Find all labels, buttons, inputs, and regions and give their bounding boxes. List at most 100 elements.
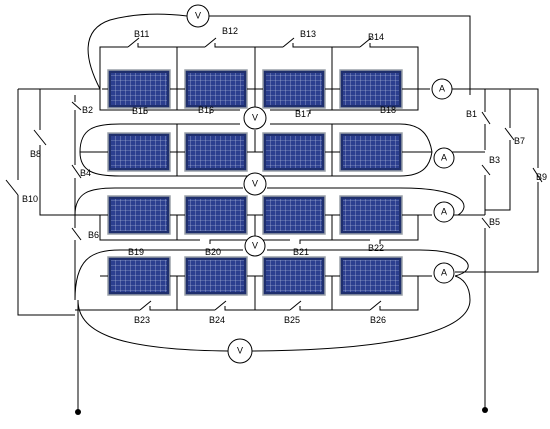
svg-text:V: V [252, 240, 258, 250]
label-B10: B10 [22, 194, 38, 204]
switch-B4-blade [71, 164, 82, 179]
label-B2: B2 [82, 105, 93, 115]
voltmeter-row4: V [244, 235, 266, 257]
label-B24: B24 [209, 315, 225, 325]
svg-text:A: A [441, 206, 447, 216]
label-B26: B26 [370, 315, 386, 325]
row3-lower-rail [99, 215, 419, 244]
switch-B1-blade [481, 111, 491, 125]
switch-B10-blade [5, 179, 19, 196]
svg-text:V: V [195, 10, 201, 20]
switch-B6-blade [71, 227, 82, 241]
panel-r1-c2 [184, 69, 248, 109]
label-B11: B11 [134, 29, 149, 39]
row4-lower-rail [75, 276, 419, 311]
label-B4: B4 [80, 168, 91, 178]
panel-r1-c3 [262, 69, 326, 109]
svg-text:A: A [441, 152, 447, 162]
meters: V V V V V A A A [186, 4, 455, 364]
ammeter-row2: A [433, 147, 455, 169]
label-B14: B14 [368, 32, 384, 42]
panel-r3-c3 [262, 195, 326, 235]
terminal-left [75, 409, 81, 415]
switch-B25-blade [289, 300, 302, 311]
label-B25: B25 [284, 315, 300, 325]
label-B18: B18 [380, 105, 396, 115]
svg-text:V: V [237, 345, 243, 355]
voltmeter-top: V [186, 4, 210, 28]
label-B12: B12 [222, 26, 238, 36]
label-B3: B3 [489, 155, 500, 165]
switch-B11-blade [127, 37, 140, 48]
svg-text:A: A [439, 83, 445, 93]
solar-panels [107, 69, 403, 296]
row1-voltmeter-loop [87, 13, 471, 95]
panel-r3-c1 [107, 195, 171, 235]
label-B22: B22 [368, 243, 384, 253]
svg-text:V: V [252, 112, 258, 122]
switch-B9-blade [532, 167, 543, 183]
row3-loop-top [74, 187, 465, 216]
panel-r4-c2 [184, 256, 248, 296]
switch-B8-blade [33, 129, 47, 146]
row1-panel-taps [176, 47, 333, 89]
svg-text:V: V [252, 178, 258, 188]
label-B9: B9 [536, 172, 547, 182]
label-B16: B16 [198, 105, 214, 115]
row2-loop-top [79, 123, 433, 153]
switch-B13-blade [282, 37, 295, 48]
switch-B12-blade [204, 37, 217, 48]
right-bus [452, 88, 486, 410]
label-B19: B19 [128, 247, 144, 257]
voltmeter-row2: V [243, 106, 267, 130]
label-B8: B8 [30, 149, 41, 159]
panel-r2-c3 [262, 132, 326, 172]
voltmeter-bottom: V [227, 338, 253, 364]
label-B13: B13 [300, 29, 316, 39]
left-B8 [39, 89, 75, 216]
switch-B23-blade [139, 300, 152, 311]
bottom-voltmeter-loop [77, 275, 471, 352]
panel-r2-c2 [184, 132, 248, 172]
right-B9 [455, 88, 539, 273]
switch-B3-blade [481, 164, 491, 176]
label-B6: B6 [88, 230, 99, 240]
panel-r4-c1 [107, 256, 171, 296]
outer-left-B10 [17, 88, 100, 316]
panel-r4-c3 [262, 256, 326, 296]
switch-B24-blade [214, 300, 227, 311]
label-B15: B15 [132, 106, 148, 116]
switch-labels: B1 B2 B3 B4 B5 B6 B7 B8 B9 B10 B11 B12 B… [22, 26, 547, 325]
panel-r4-c4 [339, 256, 403, 296]
switch-B7-blade [504, 127, 515, 141]
voltmeter-row3: V [243, 172, 267, 196]
panel-r1-c1 [107, 69, 171, 109]
label-B21: B21 [293, 247, 309, 257]
switch-B14-blade [359, 37, 372, 48]
panel-r1-c4 [339, 69, 403, 109]
terminal-right [482, 407, 488, 413]
switch-B2-blade [71, 101, 82, 111]
label-B1: B1 [466, 109, 477, 119]
right-B7 [485, 88, 511, 211]
switch-B5-blade [481, 217, 491, 229]
label-B7: B7 [514, 136, 525, 146]
switch-B26-blade [369, 300, 382, 311]
ammeter-row1: A [431, 78, 453, 100]
ammeter-row4: A [433, 262, 455, 284]
label-B5: B5 [489, 217, 500, 227]
panel-r3-c2 [184, 195, 248, 235]
panel-r2-c1 [107, 132, 171, 172]
ammeter-row3: A [433, 201, 455, 223]
label-B17: B17 [295, 109, 311, 119]
svg-text:A: A [441, 267, 447, 277]
row1-lower-rail [99, 89, 419, 114]
panel-r3-c4 [339, 195, 403, 235]
label-B23: B23 [134, 315, 150, 325]
panel-r2-c4 [339, 132, 403, 172]
row4-loop-top [74, 249, 469, 301]
label-B20: B20 [205, 247, 221, 257]
row1-bypass-rail [99, 43, 419, 89]
